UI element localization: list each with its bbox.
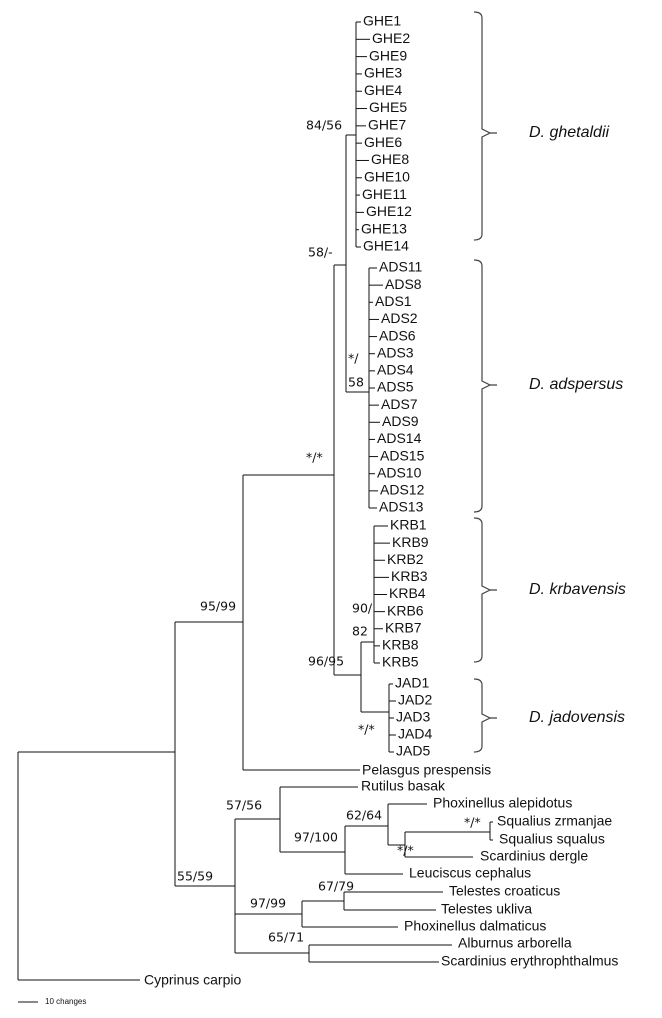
taxon-label: GHE7	[368, 117, 406, 133]
taxon-label: Telestes ukliva	[441, 901, 532, 917]
support-value: 97/99	[250, 896, 286, 911]
taxon-label: GHE8	[371, 151, 409, 167]
taxon-label: Squalius squalus	[499, 831, 605, 847]
support-value: 90/	[352, 601, 373, 616]
taxon-label: JAD4	[398, 726, 432, 742]
taxon-label: JAD3	[396, 709, 430, 725]
taxon-label: ADS15	[380, 447, 425, 463]
clade-bracket	[473, 11, 492, 241]
taxon-label: GHE11	[362, 186, 407, 202]
taxon-label: ADS5	[377, 379, 414, 395]
taxon-label: GHE4	[364, 82, 402, 98]
taxon-label: GHE2	[372, 30, 410, 46]
taxon-label: Alburnus arborella	[458, 935, 572, 951]
taxon-label: ADS3	[377, 344, 414, 360]
clade-label: D. ghetaldii	[529, 124, 609, 141]
support-value: 58/-	[308, 245, 333, 260]
scale-label: 10 changes	[45, 997, 86, 1006]
support-value: 57/56	[226, 798, 262, 813]
taxon-label: GHE12	[366, 203, 412, 219]
support-value: 67/79	[318, 879, 354, 894]
taxon-label: KRB9	[392, 534, 429, 550]
support-value: 65/71	[268, 930, 304, 945]
taxon-label: Telestes croaticus	[449, 883, 560, 899]
taxon-label: ADS6	[379, 327, 416, 343]
taxon-label: GHE10	[364, 168, 410, 184]
clade-label: D. jadovensis	[529, 709, 625, 726]
support-value: 96/95	[308, 654, 344, 669]
support-value: 62/64	[346, 808, 382, 823]
taxon-label: KRB8	[382, 637, 419, 653]
taxon-label: Rutilus basak	[361, 778, 446, 794]
taxon-label: KRB5	[382, 654, 419, 670]
taxon-label: KRB3	[391, 568, 428, 584]
taxon-label: JAD2	[398, 692, 432, 708]
taxon-label: ADS10	[377, 464, 422, 480]
taxon-label: KRB1	[390, 517, 427, 533]
taxon-label: ADS8	[385, 276, 422, 292]
taxon-label: KRB4	[389, 585, 426, 601]
taxon-label: KRB2	[387, 551, 424, 567]
clade-label: D. krbavensis	[529, 581, 626, 598]
taxon-label: JAD5	[396, 743, 430, 759]
taxon-label: Phoxinellus dalmaticus	[404, 918, 546, 934]
taxon-label: GHE6	[364, 134, 402, 150]
taxon-label: Scardinius dergle	[480, 848, 588, 864]
taxon-label: ADS1	[375, 293, 412, 309]
clade-bracket	[473, 517, 492, 663]
taxon-label: ADS7	[381, 396, 418, 412]
taxon-label: GHE14	[363, 238, 409, 254]
support-value: 97/100	[294, 830, 338, 845]
taxon-label: KRB6	[387, 602, 424, 618]
taxon-label: ADS4	[377, 362, 414, 378]
taxon-label: Cyprinus carpio	[144, 972, 241, 988]
taxon-label: JAD1	[395, 675, 429, 691]
taxon-label: Leuciscus cephalus	[409, 865, 531, 881]
taxon-label: Squalius zrmanjae	[497, 813, 612, 829]
support-value: 58	[348, 375, 364, 390]
taxon-label: ADS12	[380, 482, 425, 498]
clade-bracket	[473, 259, 492, 513]
support-value: 55/59	[177, 869, 213, 884]
taxon-label: GHE13	[361, 220, 407, 236]
clade-bracket	[473, 678, 492, 753]
taxon-label: ADS2	[381, 310, 418, 326]
support-value: */*	[306, 450, 323, 465]
support-value: 95/99	[200, 599, 236, 614]
support-value: 82	[352, 624, 368, 639]
taxon-label: GHE3	[364, 65, 402, 81]
taxon-label: Scardinius erythrophthalmus	[441, 953, 618, 969]
taxon-label: GHE5	[369, 99, 407, 115]
taxon-label: GHE9	[369, 47, 407, 63]
taxon-label: Pelasgus prespensis	[362, 762, 491, 778]
clade-label: D. adspersus	[529, 376, 623, 393]
support-value: */*	[397, 843, 414, 858]
support-value: */*	[358, 722, 375, 737]
taxon-label: ADS14	[377, 430, 422, 446]
taxon-label: Phoxinellus alepidotus	[433, 795, 572, 811]
taxon-label: ADS9	[382, 413, 419, 429]
support-value: */*	[464, 815, 481, 830]
taxon-label: KRB7	[385, 619, 422, 635]
support-value: */	[348, 351, 359, 366]
taxon-label: ADS11	[379, 259, 423, 275]
support-value: 84/56	[306, 118, 342, 133]
taxon-label: ADS13	[379, 499, 424, 515]
taxon-label: GHE1	[363, 13, 401, 29]
